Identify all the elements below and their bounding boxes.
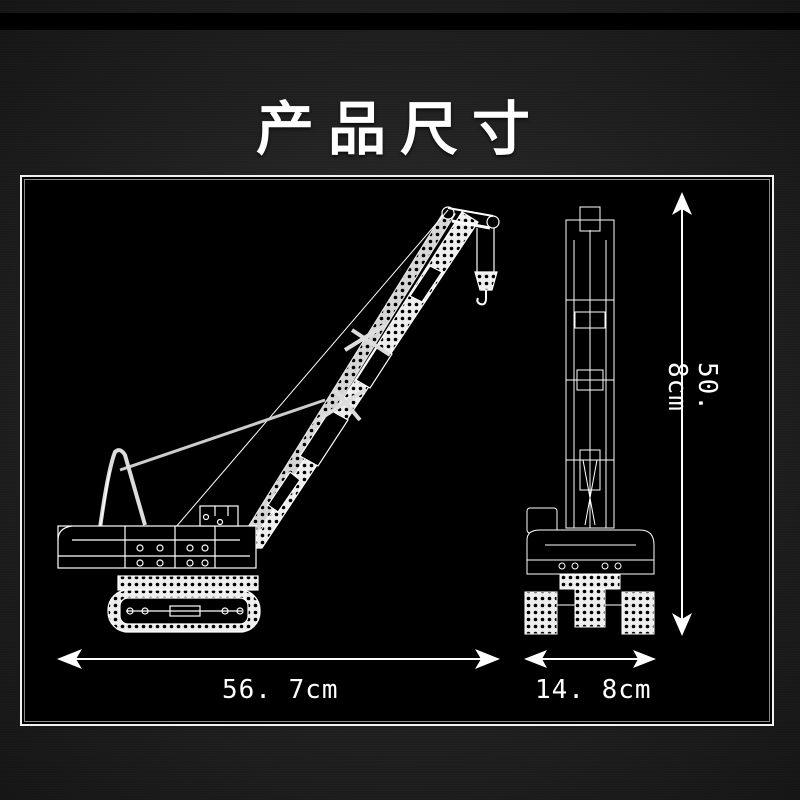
width-side-arrow: [524, 650, 656, 668]
front-view-crane: [57, 206, 500, 633]
width-side-label: 14. 8cm: [535, 675, 652, 705]
side-view-crane: [524, 206, 655, 635]
width-front-arrow: [57, 649, 500, 669]
page-title: 产品尺寸: [255, 95, 544, 163]
width-front-label: 56. 7cm: [222, 675, 339, 705]
height-label: 50. 8cm: [662, 362, 722, 412]
height-arrow: [672, 192, 692, 636]
top-black-band: [0, 13, 800, 30]
